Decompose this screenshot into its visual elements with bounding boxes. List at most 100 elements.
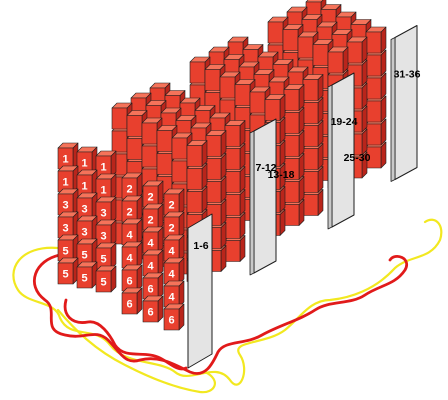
storage-box [365,100,382,123]
storage-box [312,44,329,66]
box-number-label: 1 [100,162,106,174]
storage-box [111,130,128,153]
storage-box [283,112,300,134]
storage-box [234,84,251,106]
storage-box [186,145,203,167]
storage-box [302,125,319,147]
box-number-label: 4 [126,230,133,242]
numbered-box [163,308,180,331]
storage-box [219,76,236,99]
storage-box [302,194,319,216]
box-number-label: 4 [147,261,154,273]
box-number-label: 1 [62,154,68,166]
storage-box [264,99,281,121]
box-number-label: 2 [168,200,174,212]
box-number-label: 6 [126,276,132,288]
storage-box [126,138,143,160]
storage-box [302,171,319,193]
end-panel-7-12 [253,118,277,274]
box-number-label: 5 [100,254,106,266]
box-number-label: 5 [81,273,87,285]
storage-box [224,240,241,262]
end-panel-label: 31-36 [394,68,421,80]
box-number-label: 4 [126,253,133,265]
storage-box [205,181,222,203]
storage-box [205,135,222,157]
red-loop-line [33,253,408,375]
numbered-box [121,292,138,315]
storage-box [224,148,241,170]
storage-box [346,41,363,64]
box-number-label: 3 [62,200,68,212]
storage-box [156,153,173,175]
storage-box [249,91,266,114]
storage-box [171,160,188,183]
storage-box [297,36,314,59]
end-panel-31-36 [394,25,418,180]
end-panel-31-36-edge [390,37,396,182]
storage-box [189,61,206,84]
box-number-label: 2 [126,184,132,196]
yellow-loop-line [12,218,443,386]
storage-box [204,69,221,91]
storage-box [302,79,319,101]
box-number-label: 3 [100,231,106,243]
box-number-label: 1 [81,181,87,193]
box-number-label: 5 [81,250,87,262]
storage-box [283,181,300,203]
box-number-label: 1 [62,177,68,189]
storage-box [302,102,319,124]
storage-box [365,123,382,146]
box-number-label: 4 [168,246,175,258]
storage-box [111,107,128,130]
box-number-label: 3 [81,204,87,216]
box-number-label: 2 [147,192,153,204]
box-number-label: 6 [168,315,174,327]
storage-box [365,31,382,54]
box-number-label: 4 [168,292,175,304]
red-loop-line [63,298,188,371]
floor-loop-lines [12,218,443,394]
box-number-label: 2 [168,223,174,235]
storage-box [282,29,299,51]
box-number-label: 6 [147,307,153,319]
storage-box [365,54,382,77]
storage-box [224,217,241,239]
end-panel-label: 1-6 [193,240,208,252]
box-number-label: 1 [81,158,87,170]
storage-box [327,51,344,74]
box-number-label: 6 [126,299,132,311]
box-number-label: 5 [100,277,106,289]
storage-box [302,148,319,170]
storage-box [365,77,382,100]
storage-box [283,89,300,111]
end-panel-19-24-edge [327,84,333,230]
storage-box [186,168,203,190]
storage-box [224,171,241,193]
storage-box [141,122,158,145]
end-panel-label: 7-12 [255,162,276,174]
storage-box [141,145,158,168]
numbered-box [76,266,93,289]
numbered-box [95,270,112,293]
box-number-label: 2 [126,207,132,219]
box-number-label: 1 [100,185,106,197]
box-number-label: 3 [62,223,68,235]
storage-box [205,158,222,180]
numbered-box [142,300,159,323]
storage-box [186,191,203,213]
box-number-label: 5 [62,269,68,281]
end-panel-label-13-18: 13-18 [268,169,295,181]
storage-box [224,194,241,216]
numbered-box [57,262,74,285]
box-number-label: 6 [147,284,153,296]
storage-box [126,115,143,137]
end-panel-7-12-edge [249,130,255,276]
storage-box [267,21,284,44]
box-number-label: 3 [100,208,106,220]
end-panel-label: 19-24 [331,116,358,128]
storage-box [171,137,188,160]
end-panel-1-6 [187,213,213,369]
